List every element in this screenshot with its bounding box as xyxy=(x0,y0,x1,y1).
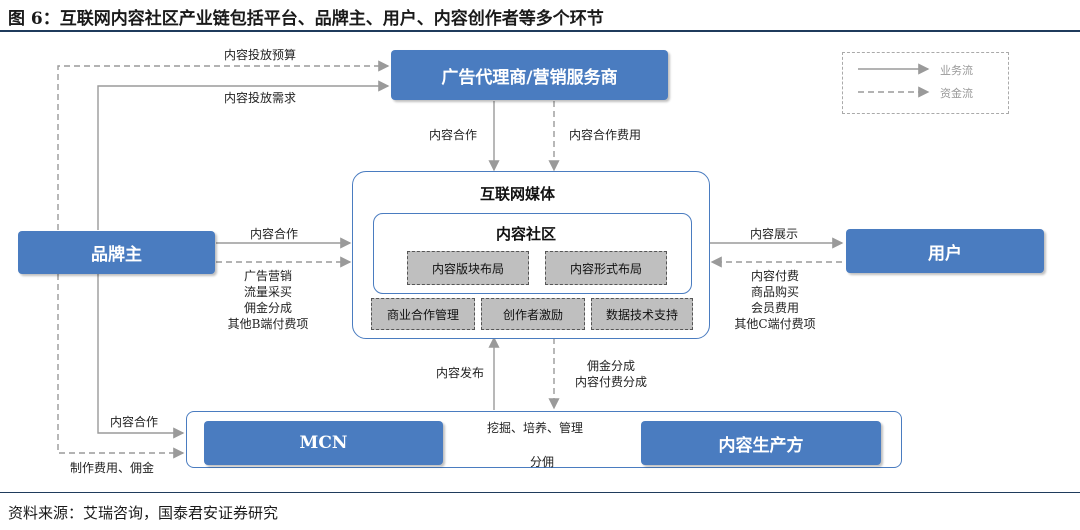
media-title: 互联网媒体 xyxy=(480,185,556,203)
user-node: 用户 xyxy=(846,229,1044,273)
label-agency-coop: 内容合作 xyxy=(429,128,478,142)
label-ad-demand: 内容投放需求 xyxy=(224,91,297,105)
label-user-funds-4: 其他C端付费项 xyxy=(734,317,816,331)
label-mcn-nurture: 挖掘、培养、管理 xyxy=(487,421,584,435)
label-brand-funds: 广告营销 流量采买 佣金分成 其他B端付费项 xyxy=(218,268,318,332)
label-user-funds: 内容付费 商品购买 会员费用 其他C端付费项 xyxy=(725,268,825,332)
label-mcn-fee: 制作费用、佣金 xyxy=(70,461,155,475)
label-ad-budget: 内容投放预算 xyxy=(224,48,297,62)
label-brand-funds-3: 佣金分成 xyxy=(243,301,292,315)
figure-title: 图 6：互联网内容社区产业链包括平台、品牌主、用户、内容创作者等多个环节 xyxy=(8,9,604,29)
module-form-layout: 内容形式布局 xyxy=(545,251,667,285)
label-brand-funds-1: 广告营销 xyxy=(243,269,292,283)
community-title: 内容社区 xyxy=(496,225,557,243)
edge-ad-budget xyxy=(57,60,390,230)
label-agency-coop-fee: 内容合作费用 xyxy=(569,128,642,142)
label-split: 分佣 xyxy=(530,455,555,469)
label-brand-mcn: 内容合作 xyxy=(110,415,159,429)
label-creator-funds-2: 内容付费分成 xyxy=(574,375,647,389)
edge-ad-demand xyxy=(97,80,390,230)
label-creator-funds-1: 佣金分成 xyxy=(586,359,635,373)
figure-source: 资料来源：艾瑞咨询，国泰君安证券研究 xyxy=(8,504,279,522)
label-display: 内容展示 xyxy=(750,227,799,241)
label-brand-coop: 内容合作 xyxy=(250,227,299,241)
label-user-funds-3: 会员费用 xyxy=(750,301,799,315)
legend-capital-flow: 资金流 xyxy=(940,87,973,100)
producer-node: 内容生产方 xyxy=(641,421,881,465)
label-user-funds-2: 商品购买 xyxy=(750,285,799,299)
legend xyxy=(842,52,1009,114)
label-publish: 内容发布 xyxy=(436,366,485,380)
agency-node: 广告代理商/营销服务商 xyxy=(391,50,668,100)
module-data-tech: 数据技术支持 xyxy=(591,298,693,330)
module-creator-incentive: 创作者激励 xyxy=(481,298,585,330)
label-brand-funds-2: 流量采买 xyxy=(243,285,292,299)
module-section-layout: 内容版块布局 xyxy=(407,251,529,285)
brand-node: 品牌主 xyxy=(18,231,215,274)
legend-business-flow: 业务流 xyxy=(940,64,973,77)
title-rule xyxy=(0,30,1080,32)
label-brand-funds-4: 其他B端付费项 xyxy=(227,317,309,331)
label-creator-funds: 佣金分成 内容付费分成 xyxy=(563,358,659,390)
label-user-funds-1: 内容付费 xyxy=(750,269,799,283)
mcn-node: MCN xyxy=(204,421,443,465)
edge-mcn-fee xyxy=(57,274,185,459)
source-rule xyxy=(0,492,1080,493)
module-business-mgmt: 商业合作管理 xyxy=(371,298,475,330)
edge-brand-mcn xyxy=(97,274,185,439)
